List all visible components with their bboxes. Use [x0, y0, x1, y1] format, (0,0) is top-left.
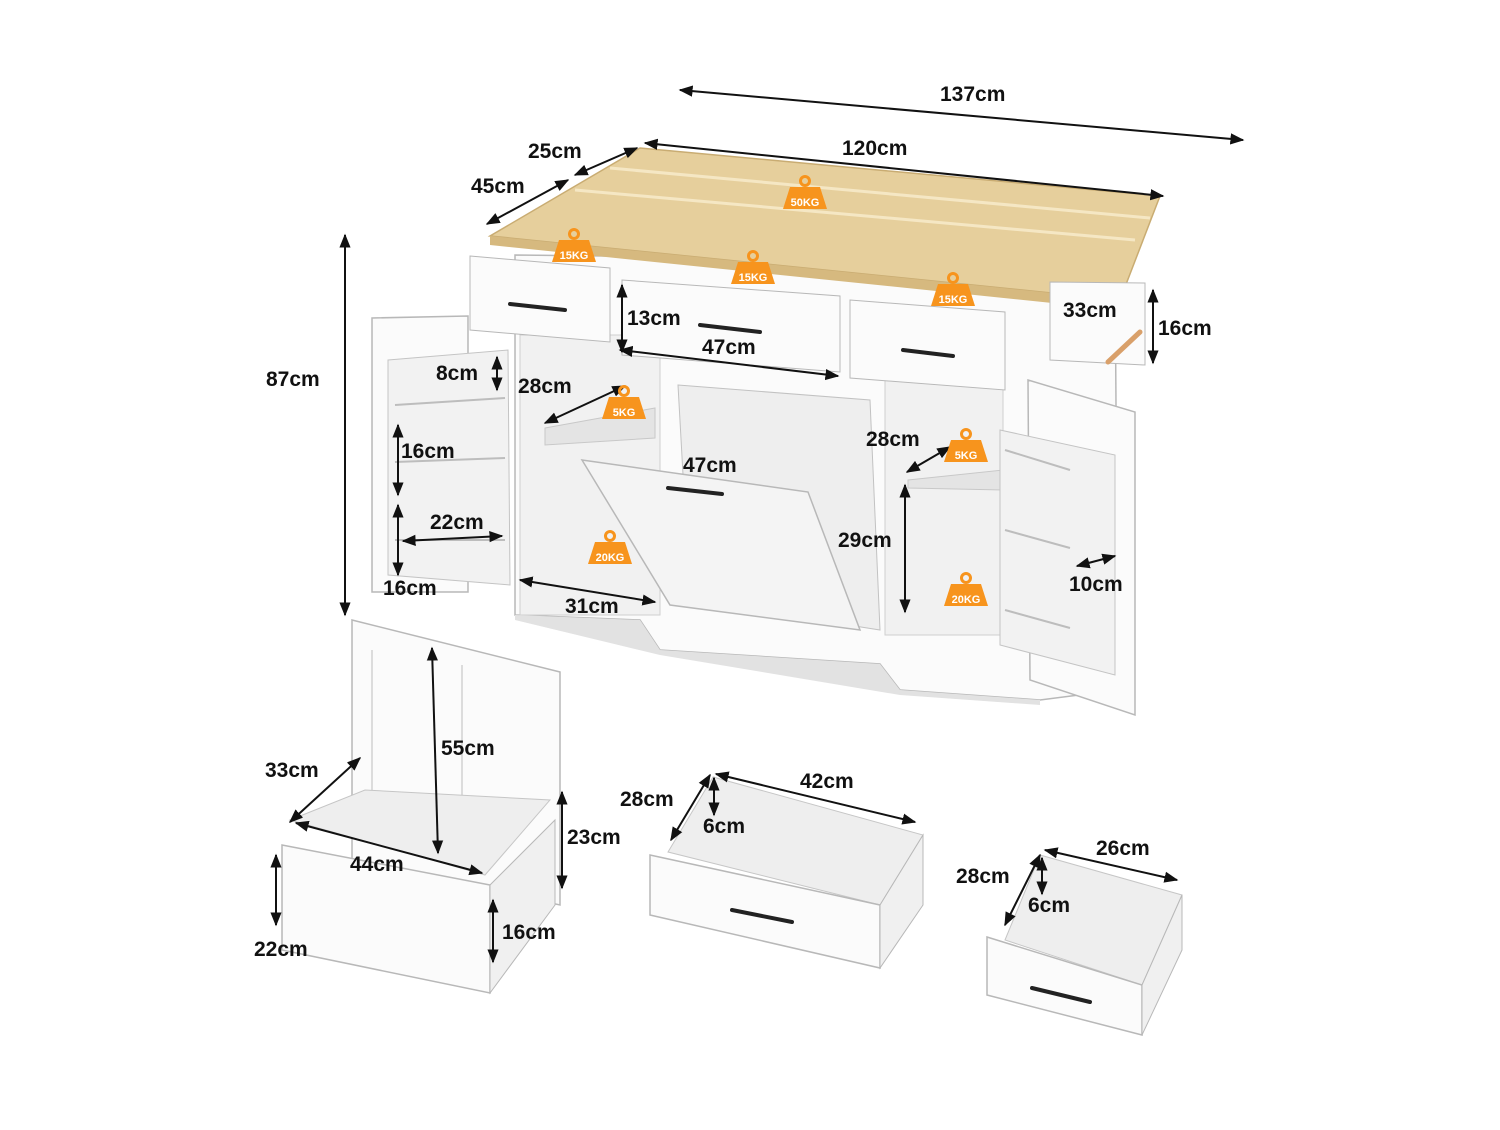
drawer-handle — [1030, 986, 1092, 1004]
large-drawer-width-label: 42cm — [800, 770, 854, 793]
dimension-arrows — [270, 85, 1245, 964]
drawer-left — [469, 255, 611, 343]
bin-side-height-label: 23cm — [567, 826, 621, 849]
weight-icon: 15KG — [731, 250, 775, 284]
bin-depth-label: 33cm — [265, 759, 319, 782]
bottom-width-label: 31cm — [565, 595, 619, 618]
svg-text:20KG: 20KG — [596, 552, 625, 564]
top-length-label: 120cm — [842, 137, 908, 160]
svg-text:50KG: 50KG — [791, 197, 820, 209]
small-drawer — [986, 854, 1183, 1036]
side-panel — [1049, 281, 1146, 366]
drawer-right — [849, 299, 1006, 391]
bin-door-height-label: 55cm — [441, 737, 495, 760]
svg-text:5KG: 5KG — [955, 450, 978, 462]
overall-length-label: 137cm — [940, 83, 1006, 106]
svg-text:5KG: 5KG — [613, 407, 636, 419]
rack-width-label: 22cm — [430, 511, 484, 534]
right-door-rack — [999, 429, 1116, 676]
weight-icon: 20KG — [944, 572, 988, 606]
bin-width-label: 47cm — [683, 454, 737, 477]
small-drawer-depth-label: 28cm — [956, 865, 1010, 888]
dimension-arrow — [618, 345, 840, 381]
dimension-arrow — [485, 179, 570, 225]
drawer-handle — [730, 908, 794, 924]
left-door-rack — [387, 349, 511, 586]
drawer-handle — [508, 302, 567, 312]
dimension-arrow — [288, 757, 362, 823]
right-shelf-depth-label: 28cm — [866, 428, 920, 451]
dimension-arrow — [643, 138, 1165, 201]
dimension-arrow — [573, 147, 639, 176]
rack-gap-mid-label: 16cm — [401, 440, 455, 463]
left-shelf-depth-label: 28cm — [518, 375, 572, 398]
rack-gap-bottom-label: 16cm — [383, 577, 437, 600]
rack-gap-top-label: 8cm — [436, 362, 479, 385]
plinth — [515, 615, 1040, 705]
drawer-handle — [698, 323, 762, 334]
large-drawer-height-label: 6cm — [703, 815, 746, 838]
svg-text:15KG: 15KG — [560, 250, 589, 262]
towel-bar-length-label: 33cm — [1063, 299, 1117, 322]
dimension-arrow — [426, 646, 444, 855]
large-drawer-side — [879, 833, 924, 970]
dimension-arrow — [518, 576, 657, 606]
weight-badges: 50KG 15KG 15KG 15KG 5KG 5KG 20KG 20KG — [552, 175, 988, 606]
dimension-arrow — [714, 771, 917, 825]
svg-text:15KG: 15KG — [939, 294, 968, 306]
drawer-width-label: 47cm — [702, 336, 756, 359]
top-depth-label: 45cm — [471, 175, 525, 198]
overhang-label: 25cm — [528, 140, 582, 163]
bin-box-height-label: 16cm — [502, 921, 556, 944]
dimension-arrow — [670, 773, 711, 842]
small-drawer-height-label: 6cm — [1028, 894, 1071, 917]
bin-door — [580, 459, 862, 631]
small-drawer-side — [1141, 894, 1183, 1036]
towel-bar — [1105, 329, 1143, 365]
right-compartment — [884, 359, 1004, 636]
weight-icon: 50KG — [783, 175, 827, 209]
small-drawer-width-label: 26cm — [1096, 837, 1150, 860]
bin-handle — [666, 486, 724, 496]
bin-front-height-label: 22cm — [254, 938, 308, 961]
weight-icon: 5KG — [602, 385, 646, 419]
svg-text:15KG: 15KG — [739, 272, 768, 284]
dimension-arrow — [905, 446, 952, 473]
towel-bar-height-label: 16cm — [1158, 317, 1212, 340]
drawer-handle — [901, 348, 955, 358]
dimension-arrow — [401, 531, 504, 546]
right-rack-depth-label: 10cm — [1069, 573, 1123, 596]
dimension-arrow — [678, 85, 1245, 145]
weight-icon: 15KG — [931, 272, 975, 306]
weight-icon: 15KG — [552, 228, 596, 262]
weight-icon: 20KG — [588, 530, 632, 564]
dimension-arrow — [1043, 847, 1179, 883]
weight-icon: 5KG — [944, 428, 988, 462]
dimension-arrow — [1075, 553, 1117, 569]
large-drawer-depth-label: 28cm — [620, 788, 674, 811]
dimension-arrow — [294, 820, 484, 876]
dimension-arrow — [543, 385, 627, 424]
svg-text:20KG: 20KG — [952, 594, 981, 606]
main-cabinet — [371, 147, 1162, 717]
height-label: 87cm — [266, 368, 320, 391]
bin-box-width-label: 44cm — [350, 853, 404, 876]
drawer-height-label: 13cm — [627, 307, 681, 330]
right-cabinet-height-label: 29cm — [838, 529, 892, 552]
dimension-arrow — [1004, 853, 1041, 927]
